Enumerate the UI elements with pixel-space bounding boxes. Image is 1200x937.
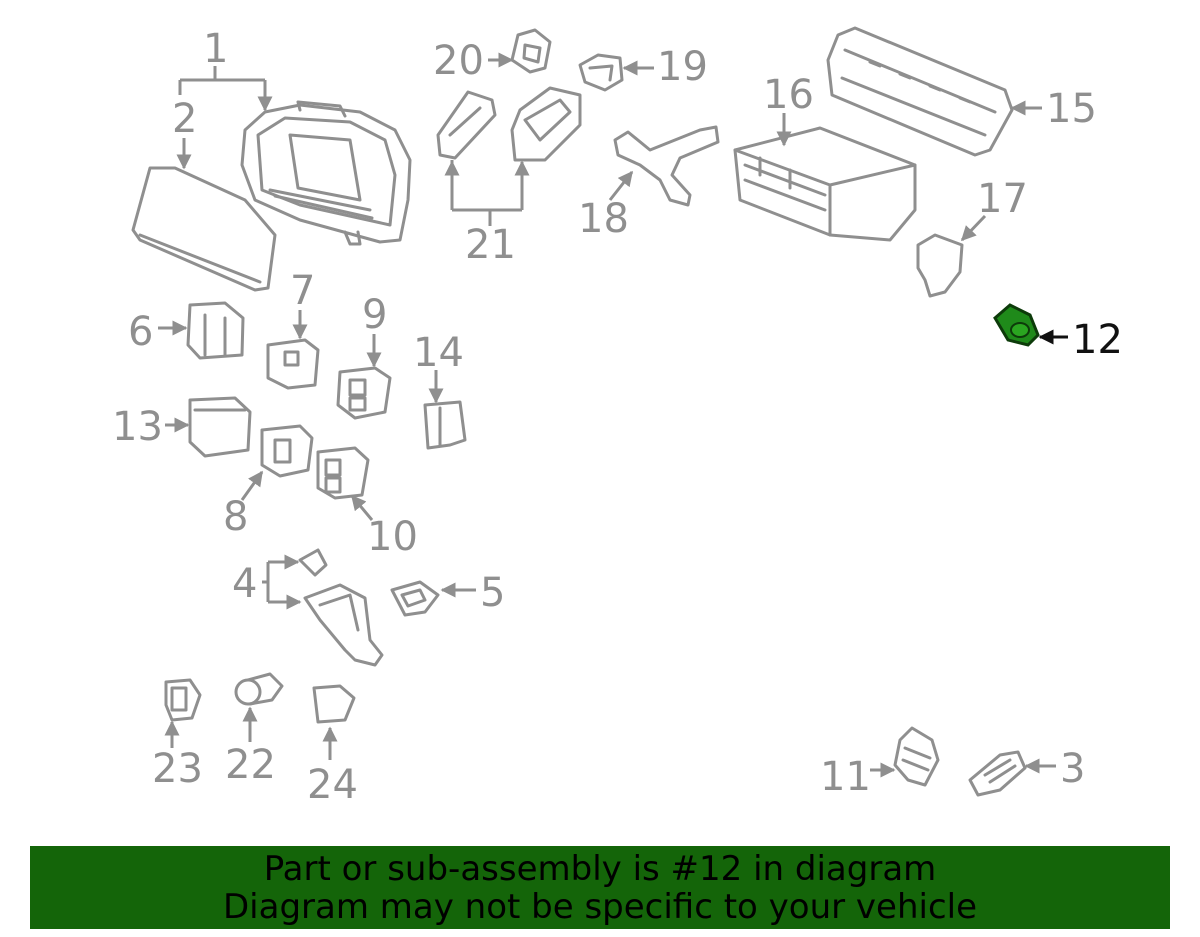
part-6-switch [186, 301, 245, 360]
callout-21: 21 [465, 222, 516, 268]
part-7-switch [266, 338, 320, 390]
part-20-switch [510, 28, 552, 74]
callout-2: 2 [172, 96, 197, 142]
part-15-control-panel [826, 26, 1014, 157]
callout-9: 9 [362, 292, 387, 338]
callout-1: 1 [203, 26, 228, 72]
part-16-audio-unit [733, 126, 917, 242]
callout-15: 15 [1046, 86, 1097, 132]
callout-5: 5 [480, 570, 505, 616]
part-1-instrument-cluster [240, 100, 412, 246]
callout-4: 4 [232, 561, 257, 607]
part-21-shift-panel [436, 86, 582, 162]
callout-22: 22 [225, 742, 276, 788]
callout-24: 24 [307, 762, 358, 808]
part-19-switch [578, 53, 624, 92]
banner-line-1: Part or sub-assembly is #12 in diagram [263, 848, 937, 889]
part-13-switch [188, 396, 252, 458]
part-2-cluster-lens [131, 166, 277, 292]
callout-7: 7 [290, 268, 315, 314]
parts-diagram: 1 2 20 19 21 18 15 [112, 26, 1123, 808]
callout-20: 20 [433, 38, 484, 84]
banner-line-2: Diagram may not be specific to your vehi… [222, 886, 978, 927]
callout-23: 23 [152, 746, 203, 792]
part-24-switch [312, 684, 356, 724]
callout-13: 13 [112, 404, 163, 450]
callout-14: 14 [413, 330, 464, 376]
part-9-switch [336, 366, 392, 420]
part-22-grommet [234, 672, 284, 706]
callout-10: 10 [367, 514, 418, 560]
notice-banner: Part or sub-assembly is #12 in diagram D… [30, 846, 1170, 929]
callout-8: 8 [223, 494, 248, 540]
callout-19: 19 [657, 44, 708, 90]
callout-16: 16 [763, 72, 814, 118]
callout-12: 12 [1072, 317, 1123, 363]
callout-18: 18 [578, 196, 629, 242]
part-18-bracket [613, 125, 720, 207]
callout-17: 17 [977, 176, 1028, 222]
callout-3: 3 [1060, 746, 1085, 792]
part-14-switch [423, 400, 467, 450]
part-3-switch [968, 750, 1027, 797]
part-8-switch [260, 424, 314, 478]
part-12-highlighted [993, 303, 1040, 347]
part-10-switch [316, 446, 370, 500]
callout-11: 11 [820, 754, 871, 800]
part-11-switch [893, 726, 940, 787]
callout-6: 6 [128, 309, 153, 355]
part-23-clip [164, 678, 202, 722]
part-4-bezel [298, 548, 384, 667]
part-17-bracket [916, 233, 964, 298]
part-5-switch [390, 580, 440, 617]
